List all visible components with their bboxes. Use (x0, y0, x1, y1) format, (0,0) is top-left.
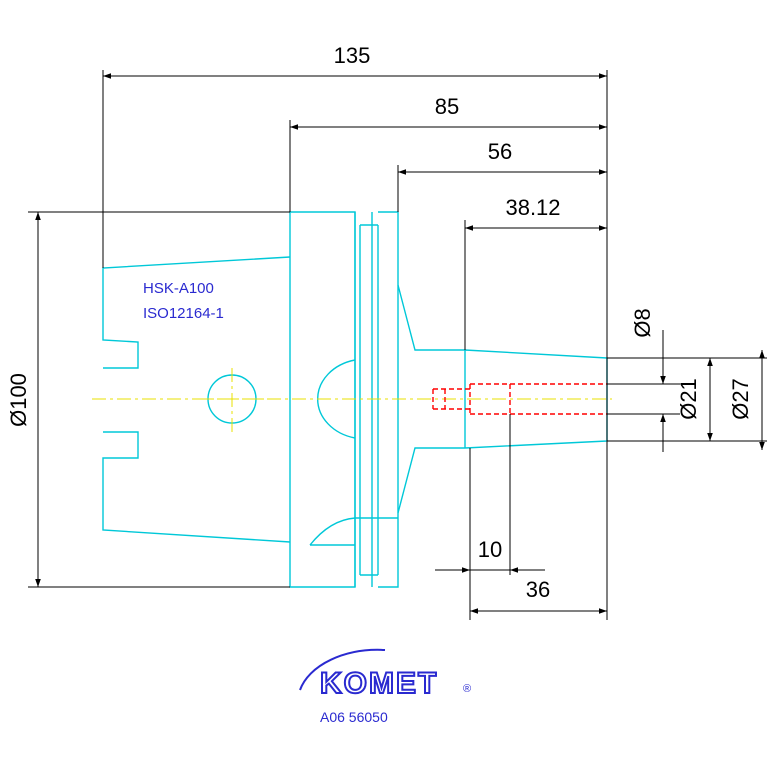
keyway (309, 517, 398, 546)
dim-text-dia-27: Ø27 (728, 378, 753, 420)
extension (464, 349, 608, 449)
dim-text-36: 36 (526, 577, 550, 602)
logo-brand: KOMET (320, 667, 438, 700)
dim-text-85: 85 (435, 94, 459, 119)
note-interface: HSK-A100 (143, 280, 214, 297)
logo-registered-mark: ® (463, 683, 471, 695)
note-standard: ISO12164-1 (143, 305, 224, 322)
hidden-bore (432, 383, 607, 415)
neck (397, 284, 465, 514)
dimensions: 135 85 56 38.12 10 36 Ø100 Ø8 Ø21 Ø27 (6, 43, 767, 620)
dim-text-dia-8: Ø8 (630, 308, 655, 337)
komet-logo: KOMET ® A06 56050 (299, 648, 471, 725)
dim-text-dia-100: Ø100 (6, 373, 31, 427)
extension-lines (28, 70, 767, 620)
dim-text-dia-21: Ø21 (676, 378, 701, 420)
notes: HSK-A100 ISO12164-1 (143, 280, 224, 322)
dim-text-135: 135 (334, 43, 371, 68)
hsk-taper-shank (102, 256, 291, 543)
dim-text-56: 56 (488, 139, 512, 164)
logo-arc (299, 648, 386, 691)
part-number: A06 56050 (320, 709, 388, 725)
centerlines (92, 368, 612, 432)
dim-text-38-12: 38.12 (505, 195, 560, 220)
dim-text-10: 10 (478, 537, 502, 562)
bore-small (432, 388, 470, 410)
